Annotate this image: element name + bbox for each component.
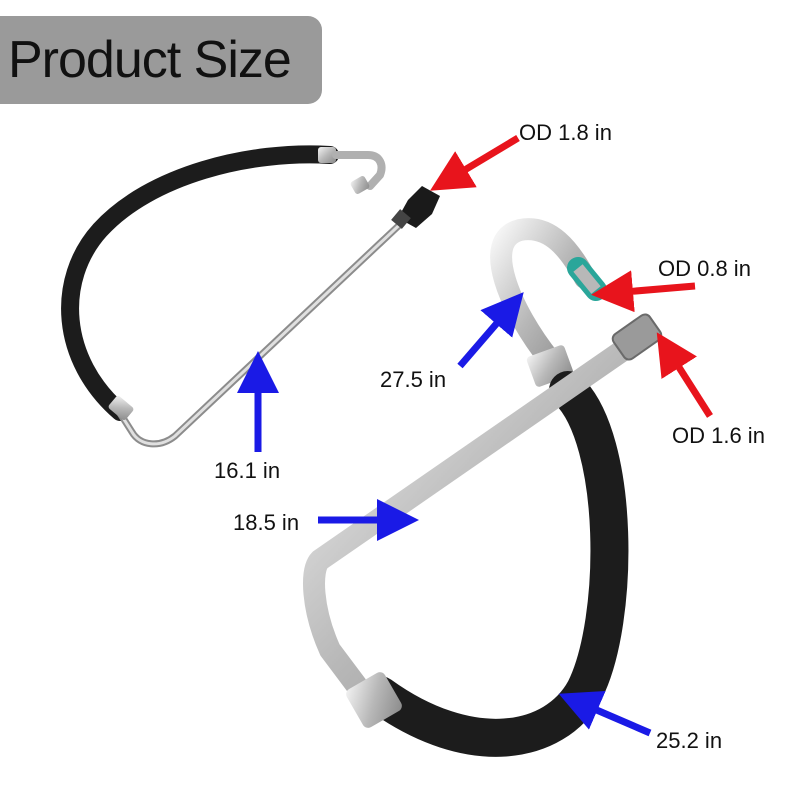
- small-bent-fitting: [332, 151, 386, 190]
- length-25-2-arrow: [558, 691, 652, 737]
- length-18-5-label: 18.5 in: [233, 510, 300, 535]
- small-hose-assembly: [61, 145, 440, 448]
- od-1-6-arrow: [656, 332, 713, 418]
- large-hose-assembly: [303, 218, 663, 757]
- od-1-8-label: OD 1.8 in: [519, 120, 612, 145]
- large-rubber-hose: [361, 371, 629, 757]
- length-27-5-label: 27.5 in: [380, 367, 447, 392]
- small-rubber-hose: [61, 145, 339, 421]
- od-0-8-label: OD 0.8 in: [658, 256, 751, 281]
- large-metal-tube: [303, 324, 656, 701]
- lower-crimp-ferrule: [346, 672, 402, 728]
- small-metal-tube: [114, 211, 414, 448]
- length-16-1-label: 16.1 in: [214, 458, 281, 483]
- od-0-8-arrow: [591, 270, 696, 313]
- od-1-8-arrow: [429, 134, 520, 191]
- length-27-5-arrow: [457, 292, 524, 369]
- od-1-6-label: OD 1.6 in: [672, 423, 765, 448]
- knurled-nut-fitting: [611, 313, 663, 361]
- large-top-bend-tube: [490, 218, 596, 371]
- small-top-ferrule: [318, 147, 336, 163]
- title-banner: [0, 16, 322, 104]
- length-25-2-label: 25.2 in: [656, 728, 723, 753]
- small-crimp-ferrule: [108, 396, 134, 420]
- page-title: Product Size: [8, 31, 292, 89]
